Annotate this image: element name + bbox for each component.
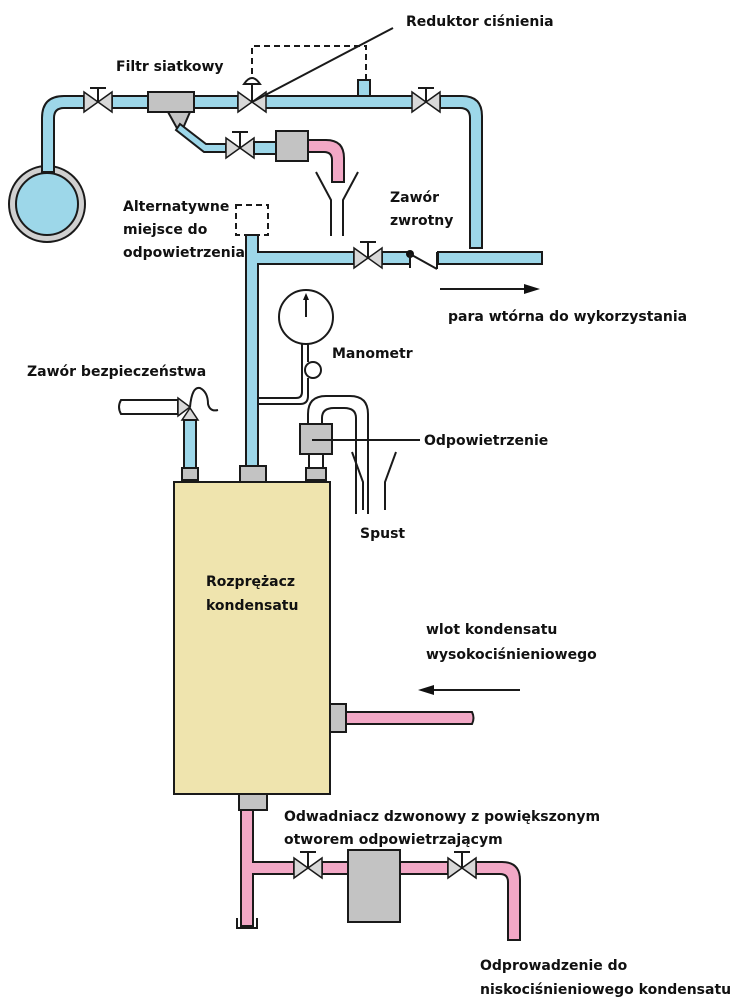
isolation-valve-5	[447, 851, 477, 880]
label-strainer: Filtr siatkowy	[116, 59, 224, 75]
isolation-valve-3	[353, 241, 383, 270]
isolation-valve-4	[293, 851, 323, 880]
check-valve	[406, 250, 438, 270]
label-pressure-reducer: Reduktor ciśnienia	[406, 14, 554, 30]
label-hp-inlet-2: wysokociśnieniowego	[426, 647, 597, 663]
label-hp-inlet-1: wlot kondensatu	[426, 622, 557, 638]
drain-funnel-top	[315, 171, 359, 236]
label-lp-outlet-1: Odprowadzenie do	[480, 958, 628, 974]
label-drain: Spust	[360, 526, 405, 542]
label-alt-vent-3: odpowietrzenia	[123, 245, 245, 261]
isolation-valve-1	[83, 87, 113, 114]
pressure-reducing-valve	[237, 27, 394, 114]
label-alt-vent-2: miejsce do	[123, 222, 208, 238]
safety-valve	[118, 386, 219, 481]
flash-vessel	[173, 481, 331, 795]
lp-condensate-line	[236, 809, 521, 941]
label-flash-steam: para wtórna do wykorzystania	[448, 309, 687, 325]
label-trap-2: otworem odpowietrzającym	[284, 832, 503, 848]
isolation-valve-2	[411, 87, 441, 114]
label-alt-vent-1: Alternatywne	[123, 199, 229, 215]
label-vessel-2: kondensatu	[206, 598, 298, 614]
label-lp-outlet-2: niskociśnieniowego kondensatu	[480, 982, 731, 998]
hp-condensate-inlet	[329, 685, 520, 733]
pressure-gauge	[258, 289, 334, 405]
air-vent-assembly	[299, 395, 420, 514]
label-trap-1: Odwadniacz dzwonowy z powiększonym	[284, 809, 600, 825]
label-vessel-1: Rozprężacz	[206, 574, 295, 590]
label-pressure-gauge: Manometr	[332, 346, 413, 362]
label-safety-valve: Zawór bezpieczeństwa	[27, 364, 206, 380]
label-check-valve-2: zwrotny	[390, 213, 453, 229]
flash-steam-arrow	[440, 284, 540, 294]
label-check-valve-1: Zawór	[390, 190, 439, 206]
alternative-vent-location	[235, 204, 269, 236]
label-air-vent: Odpowietrzenie	[424, 433, 548, 449]
strainer-blowdown	[225, 130, 345, 183]
